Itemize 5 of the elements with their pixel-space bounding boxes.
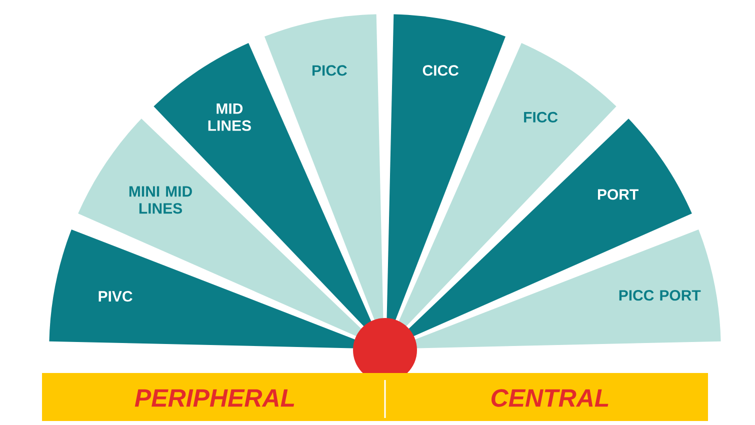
fan-segment: PIVC <box>49 229 380 349</box>
category-bar: PERIPHERAL CENTRAL <box>42 372 708 421</box>
fan-segment: PICC <box>264 14 384 344</box>
fan-segment: CICC <box>386 14 506 344</box>
fan-segment: PICC PORT <box>390 229 721 349</box>
